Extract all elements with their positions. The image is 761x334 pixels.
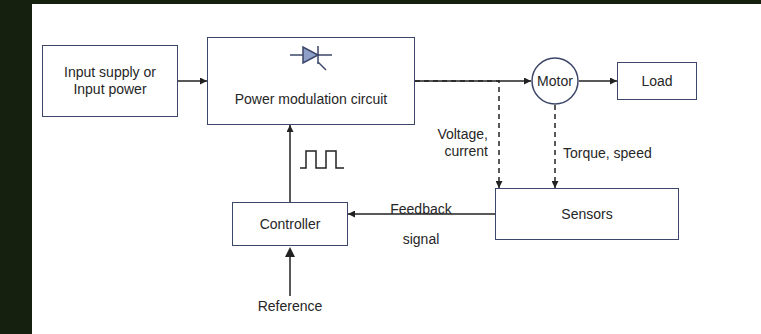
flow-arrow — [579, 80, 617, 82]
pulse-waveform — [300, 151, 344, 168]
text-group: Controller — [260, 216, 321, 233]
text-group: Input supply or Input power — [58, 64, 162, 98]
node-text: Load — [641, 73, 672, 90]
text-group: Power modulation circuit — [235, 91, 388, 108]
flow-arrow — [289, 125, 291, 202]
node-text: Motor — [537, 73, 573, 90]
thyristor-symbol — [290, 46, 332, 70]
motor-circle: Motor — [531, 57, 579, 105]
reference-label: Reference — [258, 298, 323, 315]
reference-arrowhead — [285, 247, 295, 257]
node-text: Input supply or Input power — [58, 64, 162, 98]
white-panel — [32, 4, 761, 334]
power-modulation-box: Power modulation circuit — [207, 37, 415, 125]
signal-label: Torque, speed — [563, 145, 652, 162]
flow-arrow — [178, 80, 207, 82]
node-text: Controller — [260, 216, 321, 233]
sensing-connector — [554, 105, 556, 188]
text-group: Sensors — [561, 206, 612, 223]
text-group: Load — [641, 73, 672, 90]
reference-arrow — [289, 255, 291, 296]
controller-box: Controller — [232, 202, 348, 246]
node-text: Power modulation circuit — [235, 91, 388, 108]
load-box: Load — [617, 62, 697, 100]
sensors-box: Sensors — [495, 188, 679, 240]
node-text: Sensors — [561, 206, 612, 223]
text-group: Motor — [537, 73, 573, 90]
signal-label: Feedback signal — [385, 194, 457, 254]
motor-outline — [532, 58, 578, 104]
input-supply-box: Input supply or Input power — [42, 45, 178, 117]
signal-label: Voltage, current — [412, 126, 488, 160]
